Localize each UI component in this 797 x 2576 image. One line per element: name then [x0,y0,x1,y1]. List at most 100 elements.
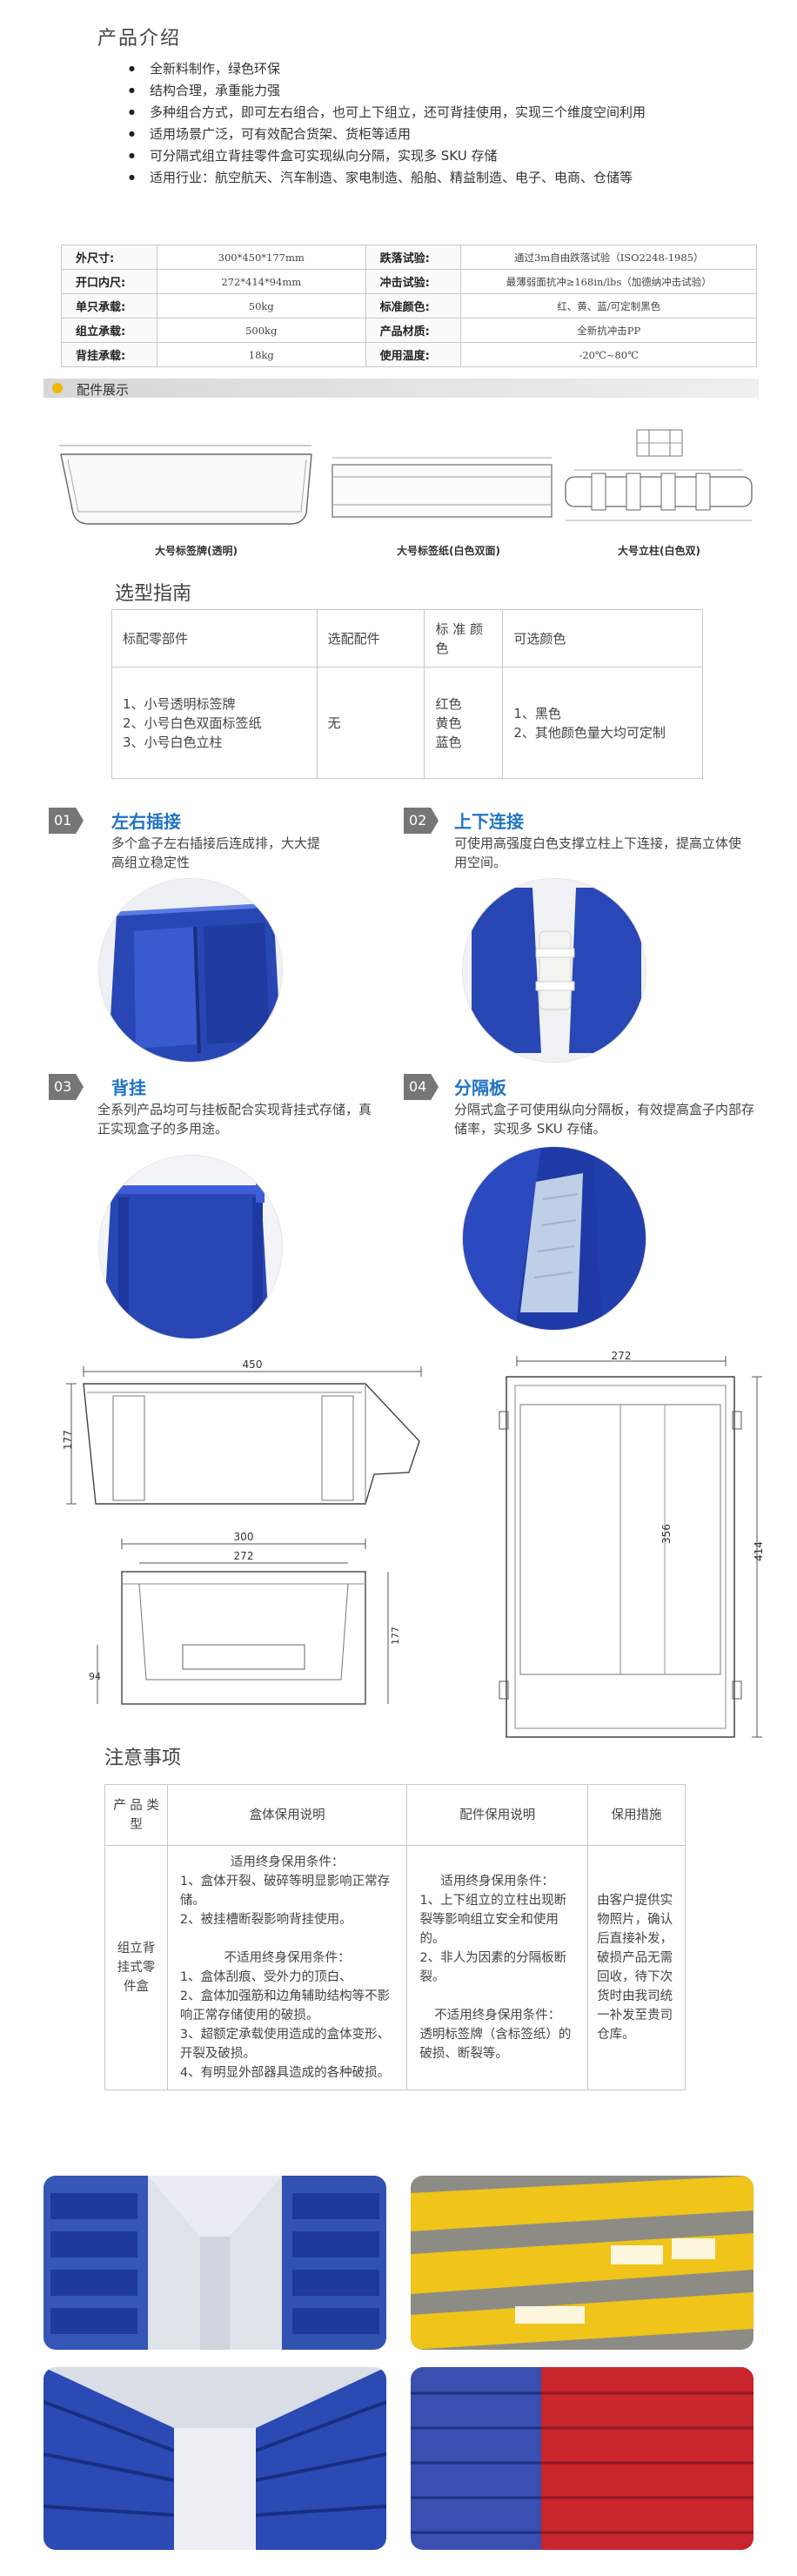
spec-label: 标准颜色: [365,293,462,319]
notes-line: 适用终身保用条件： [230,1855,345,1869]
spec-label: 外尺寸: [61,245,157,270]
spec-row: 组立承载: 500kg 产品材质: 全新抗冲击PP [61,318,757,343]
guide-standard-parts: 1、小号透明标签牌 2、小号白色双面标签纸 3、小号白色立柱 [111,667,318,779]
spec-label: 使用温度: [365,342,462,367]
notes-spacer [180,1929,395,1949]
bin-back-image [99,1156,282,1338]
dim-front2-outer: 300 [234,1532,254,1543]
notes-line: 2、盒体加强筋和边角辅助结构等不影响正常存储使用的破损。 [179,1989,391,2023]
notes-title: 注意事项 [104,1748,182,1769]
guide-header: 选配配件 [316,609,425,667]
warehouse-photo-red-blue-wall-image [411,2367,753,2550]
notes-line: 1、盒体开裂、破碎等明显影响正常存储。 [179,1875,391,1908]
notes-header: 盒体保用说明 [166,1784,408,1846]
dim-front-height: 177 [62,1430,74,1450]
notes-accessory-warranty: 适用终身保用条件： 1、上下组立的立柱出现断裂等影响组立安全和使用的。 2、非人… [406,1845,589,2090]
notes-spacer [419,1987,575,2006]
feature-image-divider [463,1147,646,1330]
warehouse-photo-red-blue-wall [411,2367,753,2550]
bin-column-image [463,879,646,1062]
guide-color: 红色 [435,695,462,712]
spec-label: 跌落试验: [365,245,462,270]
notes-line: 透明标签牌（含标签纸）的破损、断裂等。 [419,2028,572,2061]
guide-title: 选型指南 [115,583,192,605]
guide-opt-color: 2、其他颜色量大均可定制 [513,724,666,741]
spec-row: 单只承载: 50kg 标准颜色: 红、黄、蓝/可定制黑色 [61,293,757,319]
feature-title: 分隔板 [454,1077,506,1098]
notes-header: 产 品 类 型 [104,1784,168,1846]
bin-closeup-image [99,879,282,1062]
notes-product-type: 组立背挂式零件盒 [104,1845,168,2090]
intro-item: 全新料制作，绿色环保 [124,59,680,78]
warehouse-photo-blue-aisle [44,2367,386,2550]
spec-value: 272*414*94mm [156,269,366,294]
top-view-drawing: 272 356 414 [499,1351,765,1738]
bin-divider-image [463,1147,646,1330]
spec-value: 50kg [156,293,366,319]
notes-table: 产 品 类 型 盒体保用说明 配件保用说明 保用措施 组立背挂式零件盒 适用终身… [104,1784,686,2090]
feature-image-up-down [463,879,646,1062]
guide-table: 标配零部件 选配配件 标 准 颜 色 可选颜色 1、小号透明标签牌 2、小号白色… [111,609,703,779]
guide-part: 1、小号透明标签牌 [123,695,236,712]
spec-label: 开口内尺: [61,269,157,294]
notes-line: 1、上下组立的立柱出现断裂等影响组立安全和使用的。 [419,1894,567,1946]
notes-line: 适用终身保用条件： [440,1875,555,1888]
spec-row: 开口内尺: 272*414*94mm 冲击试验: 最薄弱面抗冲≥168in/lb… [61,269,757,294]
intro-item: 结构合理，承重能力强 [124,81,680,100]
notes-line: 2、非人为因素的分隔板断裂。 [419,1951,567,1984]
intro-item: 适用场景广泛，可有效配合货架、货柜等适用 [124,124,680,144]
dim-top-inner: 356 [660,1524,673,1544]
guide-optional-colors: 1、黑色 2、其他颜色量大均可定制 [502,667,703,779]
spec-value: 通过3m自由跌落试验（ISO2248-1985） [460,245,757,270]
spec-value: 全新抗冲击PP [460,318,757,343]
spec-value: 红、黄、蓝/可定制黑色 [460,293,757,319]
notes-line: 1、盒体刮痕、受外力的顶白、 [179,1970,352,1984]
guide-standard-colors: 红色 黄色 蓝色 [424,667,504,779]
notes-header: 保用措施 [587,1784,686,1846]
warehouse-photo-yellow-bins [411,2176,753,2350]
feature-title: 上下连接 [454,811,524,832]
intro-item: 可分隔式组立背挂零件盒可实现纵向分隔，实现多 SKU 存储 [124,146,680,165]
notes-line: 3、超额定承载使用造成的盒体变形、开裂及破损。 [179,2028,391,2061]
guide-part: 2、小号白色双面标签纸 [123,714,262,731]
spec-label: 组立承载: [61,318,157,343]
notes-line: 不适用终身保用条件： [224,1951,351,1965]
feature-desc: 全系列产品均可与挂板配合实现背挂式存储，真正实现盒子的多用途。 [97,1102,372,1137]
guide-color: 蓝色 [435,734,462,750]
feature-desc: 多个盒子左右插接后连成排，大大提高组立稳定性 [111,835,321,870]
dim-top-width: 272 [612,1351,632,1362]
feature-number-badge: 01 [49,808,84,834]
intro-item: 多种组合方式，即可左右组合，也可上下组立，还可背挂使用，实现三个维度空间利用 [124,103,680,122]
spec-label: 单只承载: [61,293,157,319]
guide-optional: 无 [316,667,425,779]
spec-value: -20℃~80℃ [460,342,757,367]
warehouse-photo-blue-aisle-image [44,2367,386,2550]
front-elevation-drawing: 450 177 [62,1358,422,1505]
guide-opt-color: 1、黑色 [513,705,561,721]
accessory-caption: 大号立柱(白色双) [618,545,700,557]
spec-value: 500kg [156,318,366,343]
notes-measure: 由客户提供实物照片，确认后直接补发，破损产品无需回收，待下次货时由我司统一补发至… [587,1845,686,2090]
guide-header: 标 准 颜 色 [424,609,504,667]
label-paper-drawing [332,457,553,518]
feature-number-badge: 02 [404,808,439,834]
dim-front2-high: 177 [390,1627,401,1645]
intro-title: 产品介绍 [97,28,182,50]
label-plate-drawing [59,445,312,525]
feature-title: 背挂 [111,1077,146,1098]
dim-front2-inner: 272 [234,1550,254,1562]
warehouse-photo-blue-shelves-image [44,2176,386,2350]
feature-number-badge: 04 [404,1074,439,1100]
accessories-dot-icon [52,383,63,393]
guide-header: 可选颜色 [502,609,703,667]
front-view-drawing: 300 272 94 177 [89,1532,401,1705]
feature-desc: 可使用高强度白色支撑立柱上下连接，提高立体使用空间。 [454,835,742,870]
notes-line: 不适用终身保用条件： [434,2009,561,2023]
feature-title: 左右插接 [111,811,181,832]
spec-label: 产品材质: [365,318,462,343]
notes-line: 4、有明显外部器具造成的各种破损。 [179,2066,391,2080]
spec-value: 300*450*177mm [156,245,366,270]
dim-front-width: 450 [243,1358,263,1371]
accessory-caption: 大号标签纸(白色双面) [397,545,500,557]
column-drawing [565,429,753,521]
